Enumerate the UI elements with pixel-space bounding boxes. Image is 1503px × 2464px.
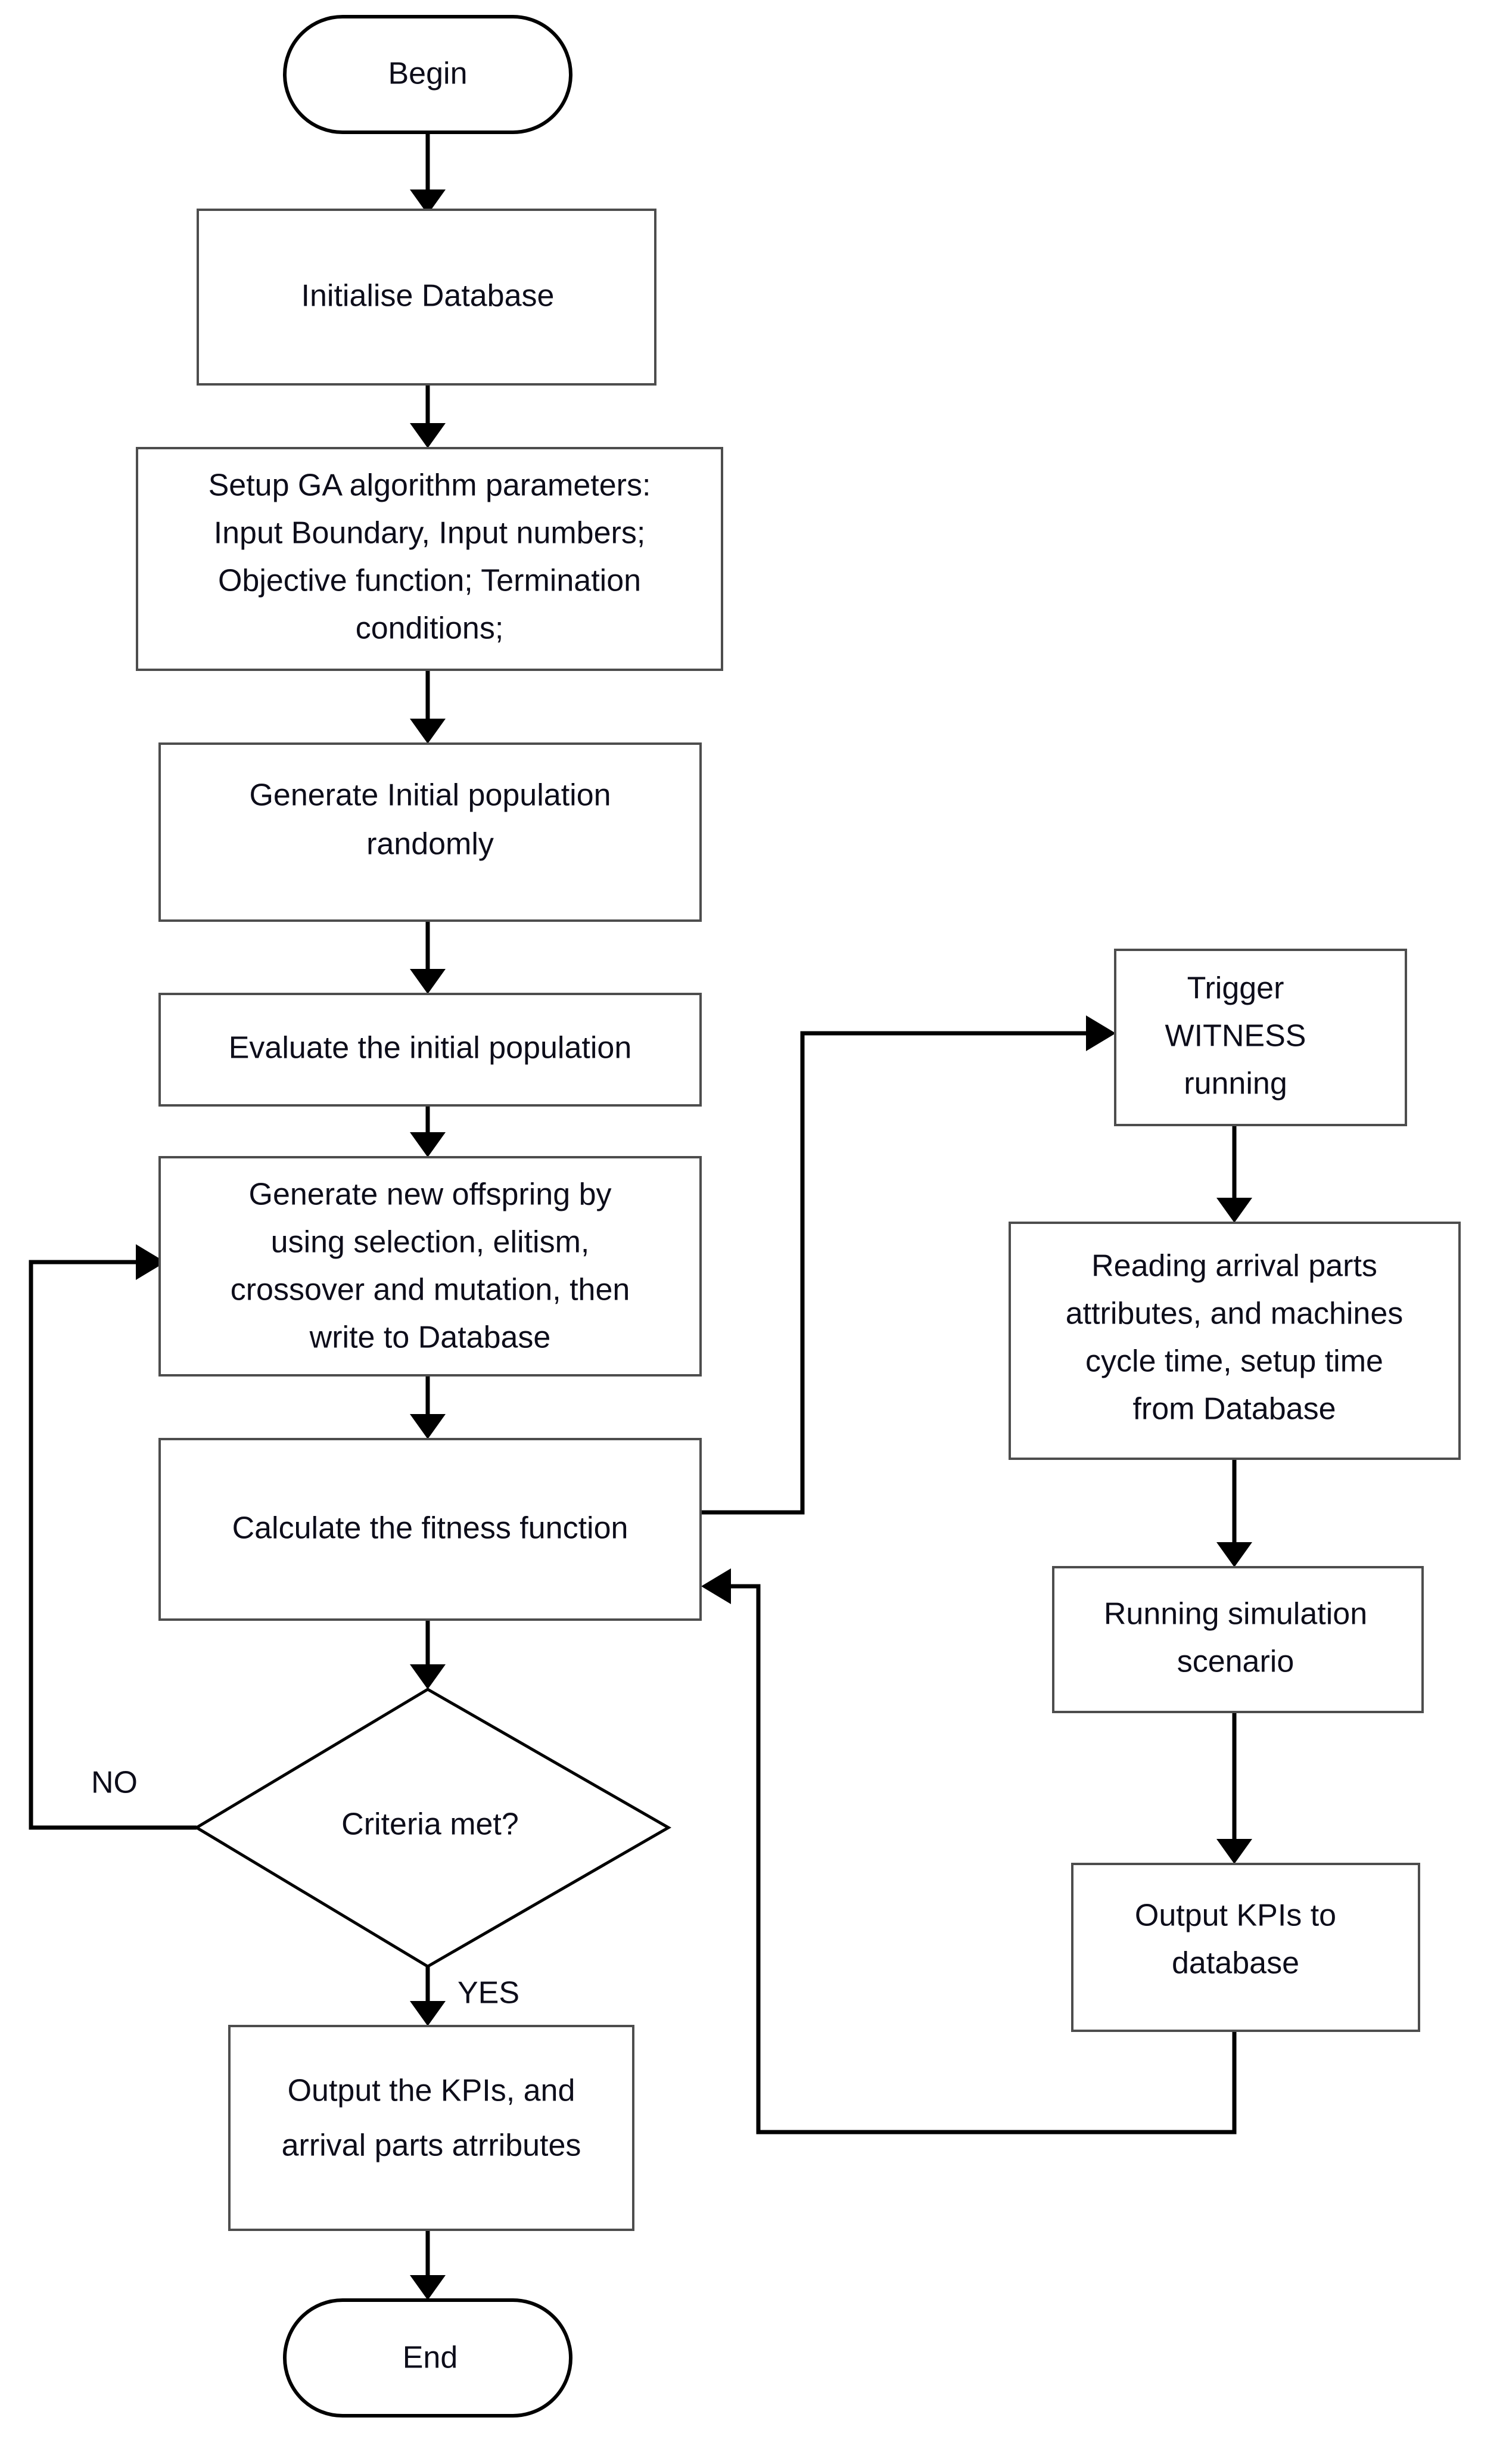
- node-init-db[interactable]: Initialise Database: [197, 209, 656, 386]
- node-init-db-label: Initialise Database: [301, 279, 555, 313]
- edge-calc-fitness-to-trigger-witness: [700, 1015, 1116, 1515]
- node-gen-initial[interactable]: Generate Initial population randomly: [158, 742, 702, 922]
- node-evaluate-initial[interactable]: Evaluate the initial population: [158, 993, 702, 1107]
- node-reading-arrival-line-2: attributes, and machines: [1066, 1297, 1404, 1331]
- node-gen-offspring-line-3: crossover and mutation, then: [231, 1273, 630, 1307]
- node-output-kpis-db-line-1: Output KPIs to: [1135, 1899, 1336, 1933]
- node-output-kpis-db-line-2: database: [1172, 1946, 1299, 1981]
- edge-reading-to-running-sim: [1216, 1459, 1252, 1567]
- edge-criteria-no-loop: [29, 1244, 197, 1830]
- node-gen-offspring-line-4: write to Database: [309, 1320, 551, 1355]
- node-output-kpis-parts-line-2: arrival parts atrributes: [282, 2129, 581, 2163]
- node-running-sim-line-2: scenario: [1177, 1645, 1294, 1679]
- node-begin-label: Begin: [388, 57, 468, 91]
- edge-running-sim-to-output-kpis-db: [1216, 1712, 1252, 1864]
- node-criteria-label: Criteria met?: [341, 1807, 519, 1842]
- edge-evaluate-to-gen-offspring: [410, 1105, 446, 1157]
- edge-label-no: NO: [91, 1766, 138, 1800]
- node-gen-offspring-line-2: using selection, elitism,: [271, 1225, 590, 1260]
- node-output-kpis-db[interactable]: Output KPIs to database: [1071, 1863, 1420, 2032]
- node-evaluate-initial-label: Evaluate the initial population: [229, 1031, 631, 1065]
- node-running-sim-line-1: Running simulation: [1104, 1597, 1367, 1632]
- node-running-sim[interactable]: Running simulation scenario: [1052, 1566, 1424, 1713]
- node-begin[interactable]: Begin: [283, 15, 572, 134]
- node-setup-ga[interactable]: Setup GA algorithm parameters: Input Bou…: [136, 447, 723, 671]
- node-reading-arrival-line-4: from Database: [1132, 1392, 1336, 1427]
- node-reading-arrival-line-3: cycle time, setup time: [1085, 1344, 1383, 1379]
- node-trigger-witness-line-2: WITNESS: [1165, 1019, 1306, 1054]
- edge-calc-fitness-to-criteria: [410, 1620, 446, 1689]
- edge-label-yes: YES: [458, 1976, 519, 2011]
- node-end-label: End: [403, 2341, 458, 2375]
- edge-init-db-to-setup-ga: [410, 384, 446, 448]
- edge-output-kpis-db-to-calc-fitness: [701, 1568, 1237, 2134]
- edge-criteria-yes-to-output-kpis: [410, 1960, 446, 2026]
- edge-output-kpis-to-end: [410, 2230, 446, 2300]
- node-criteria[interactable]: Criteria met?: [194, 1688, 672, 1968]
- edge-begin-to-init-db: [410, 132, 446, 215]
- edge-trigger-witness-to-reading: [1216, 1125, 1252, 1223]
- node-gen-offspring[interactable]: Generate new offspring by using selectio…: [158, 1156, 702, 1377]
- node-gen-offspring-line-1: Generate new offspring by: [249, 1177, 612, 1212]
- node-calc-fitness-label: Calculate the fitness function: [232, 1511, 628, 1546]
- node-output-kpis-parts-line-1: Output the KPIs, and: [288, 2074, 575, 2108]
- edge-setup-ga-to-gen-initial: [410, 670, 446, 744]
- edge-gen-offspring-to-calc-fitness: [410, 1375, 446, 1439]
- node-setup-ga-line-4: conditions;: [356, 611, 504, 646]
- node-trigger-witness[interactable]: Trigger WITNESS running: [1114, 949, 1407, 1126]
- node-trigger-witness-line-1: Trigger: [1187, 971, 1284, 1006]
- node-reading-arrival-line-1: Reading arrival parts: [1091, 1249, 1377, 1284]
- node-setup-ga-line-3: Objective function; Termination: [218, 564, 641, 598]
- node-reading-arrival[interactable]: Reading arrival parts attributes, and ma…: [1009, 1222, 1461, 1460]
- node-end[interactable]: End: [283, 2298, 572, 2418]
- edge-gen-initial-to-evaluate: [410, 921, 446, 994]
- node-trigger-witness-line-3: running: [1184, 1067, 1287, 1101]
- node-gen-initial-line-1: Generate Initial population: [249, 778, 611, 813]
- node-setup-ga-line-2: Input Boundary, Input numbers;: [214, 516, 646, 551]
- node-gen-initial-line-2: randomly: [366, 827, 494, 862]
- node-output-kpis-parts[interactable]: Output the KPIs, and arrival parts atrri…: [228, 2025, 634, 2231]
- node-setup-ga-line-1: Setup GA algorithm parameters:: [209, 468, 651, 503]
- node-calc-fitness[interactable]: Calculate the fitness function: [158, 1438, 702, 1621]
